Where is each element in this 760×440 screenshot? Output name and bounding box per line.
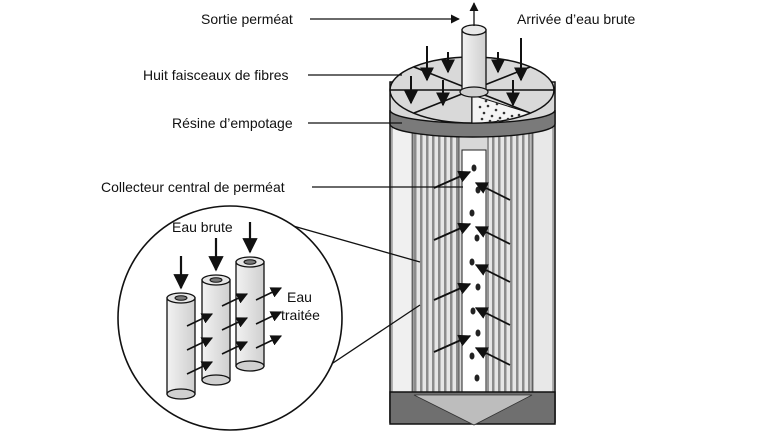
base-inner-wedge bbox=[413, 394, 533, 426]
treated-water-arrows bbox=[186, 287, 283, 375]
callouts: Sortie perméat Arrivée d’eau brute Huit … bbox=[101, 11, 636, 195]
raw-water-inlet-arrows bbox=[404, 38, 528, 107]
fiber-bundle-right bbox=[487, 127, 533, 394]
fiber-bundle-left bbox=[412, 127, 460, 394]
label-arrivee-eau-brute: Arrivée d’eau brute bbox=[517, 11, 636, 27]
label-eau: Eau bbox=[287, 289, 312, 305]
shell-right-wall bbox=[532, 119, 554, 411]
resin-dots bbox=[478, 99, 521, 123]
hollow-fiber-3 bbox=[235, 256, 265, 372]
permeate-outlet-pipe bbox=[461, 29, 487, 93]
label-huit-faisceaux: Huit faisceaux de fibres bbox=[143, 67, 289, 83]
magnified-detail: Eau brute Eau traitée bbox=[117, 205, 343, 431]
label-resine: Résine d’empotage bbox=[172, 115, 293, 131]
flow-arrows-left bbox=[433, 170, 472, 353]
label-eau-brute: Eau brute bbox=[172, 219, 233, 235]
flow-arrows-right bbox=[474, 182, 511, 366]
shell-left-wall bbox=[391, 119, 413, 411]
pipe-base-ring bbox=[459, 86, 489, 98]
raw-water-fiber-arrows bbox=[173, 222, 258, 290]
membrane-module bbox=[389, 2, 556, 426]
label-collecteur: Collecteur central de perméat bbox=[101, 179, 285, 195]
hollow-fiber-2 bbox=[201, 274, 231, 386]
hollow-fiber-1 bbox=[166, 292, 196, 400]
label-traitee: traitée bbox=[281, 307, 320, 323]
pipe-opening bbox=[461, 24, 487, 36]
label-sortie-permeat: Sortie perméat bbox=[201, 11, 293, 27]
